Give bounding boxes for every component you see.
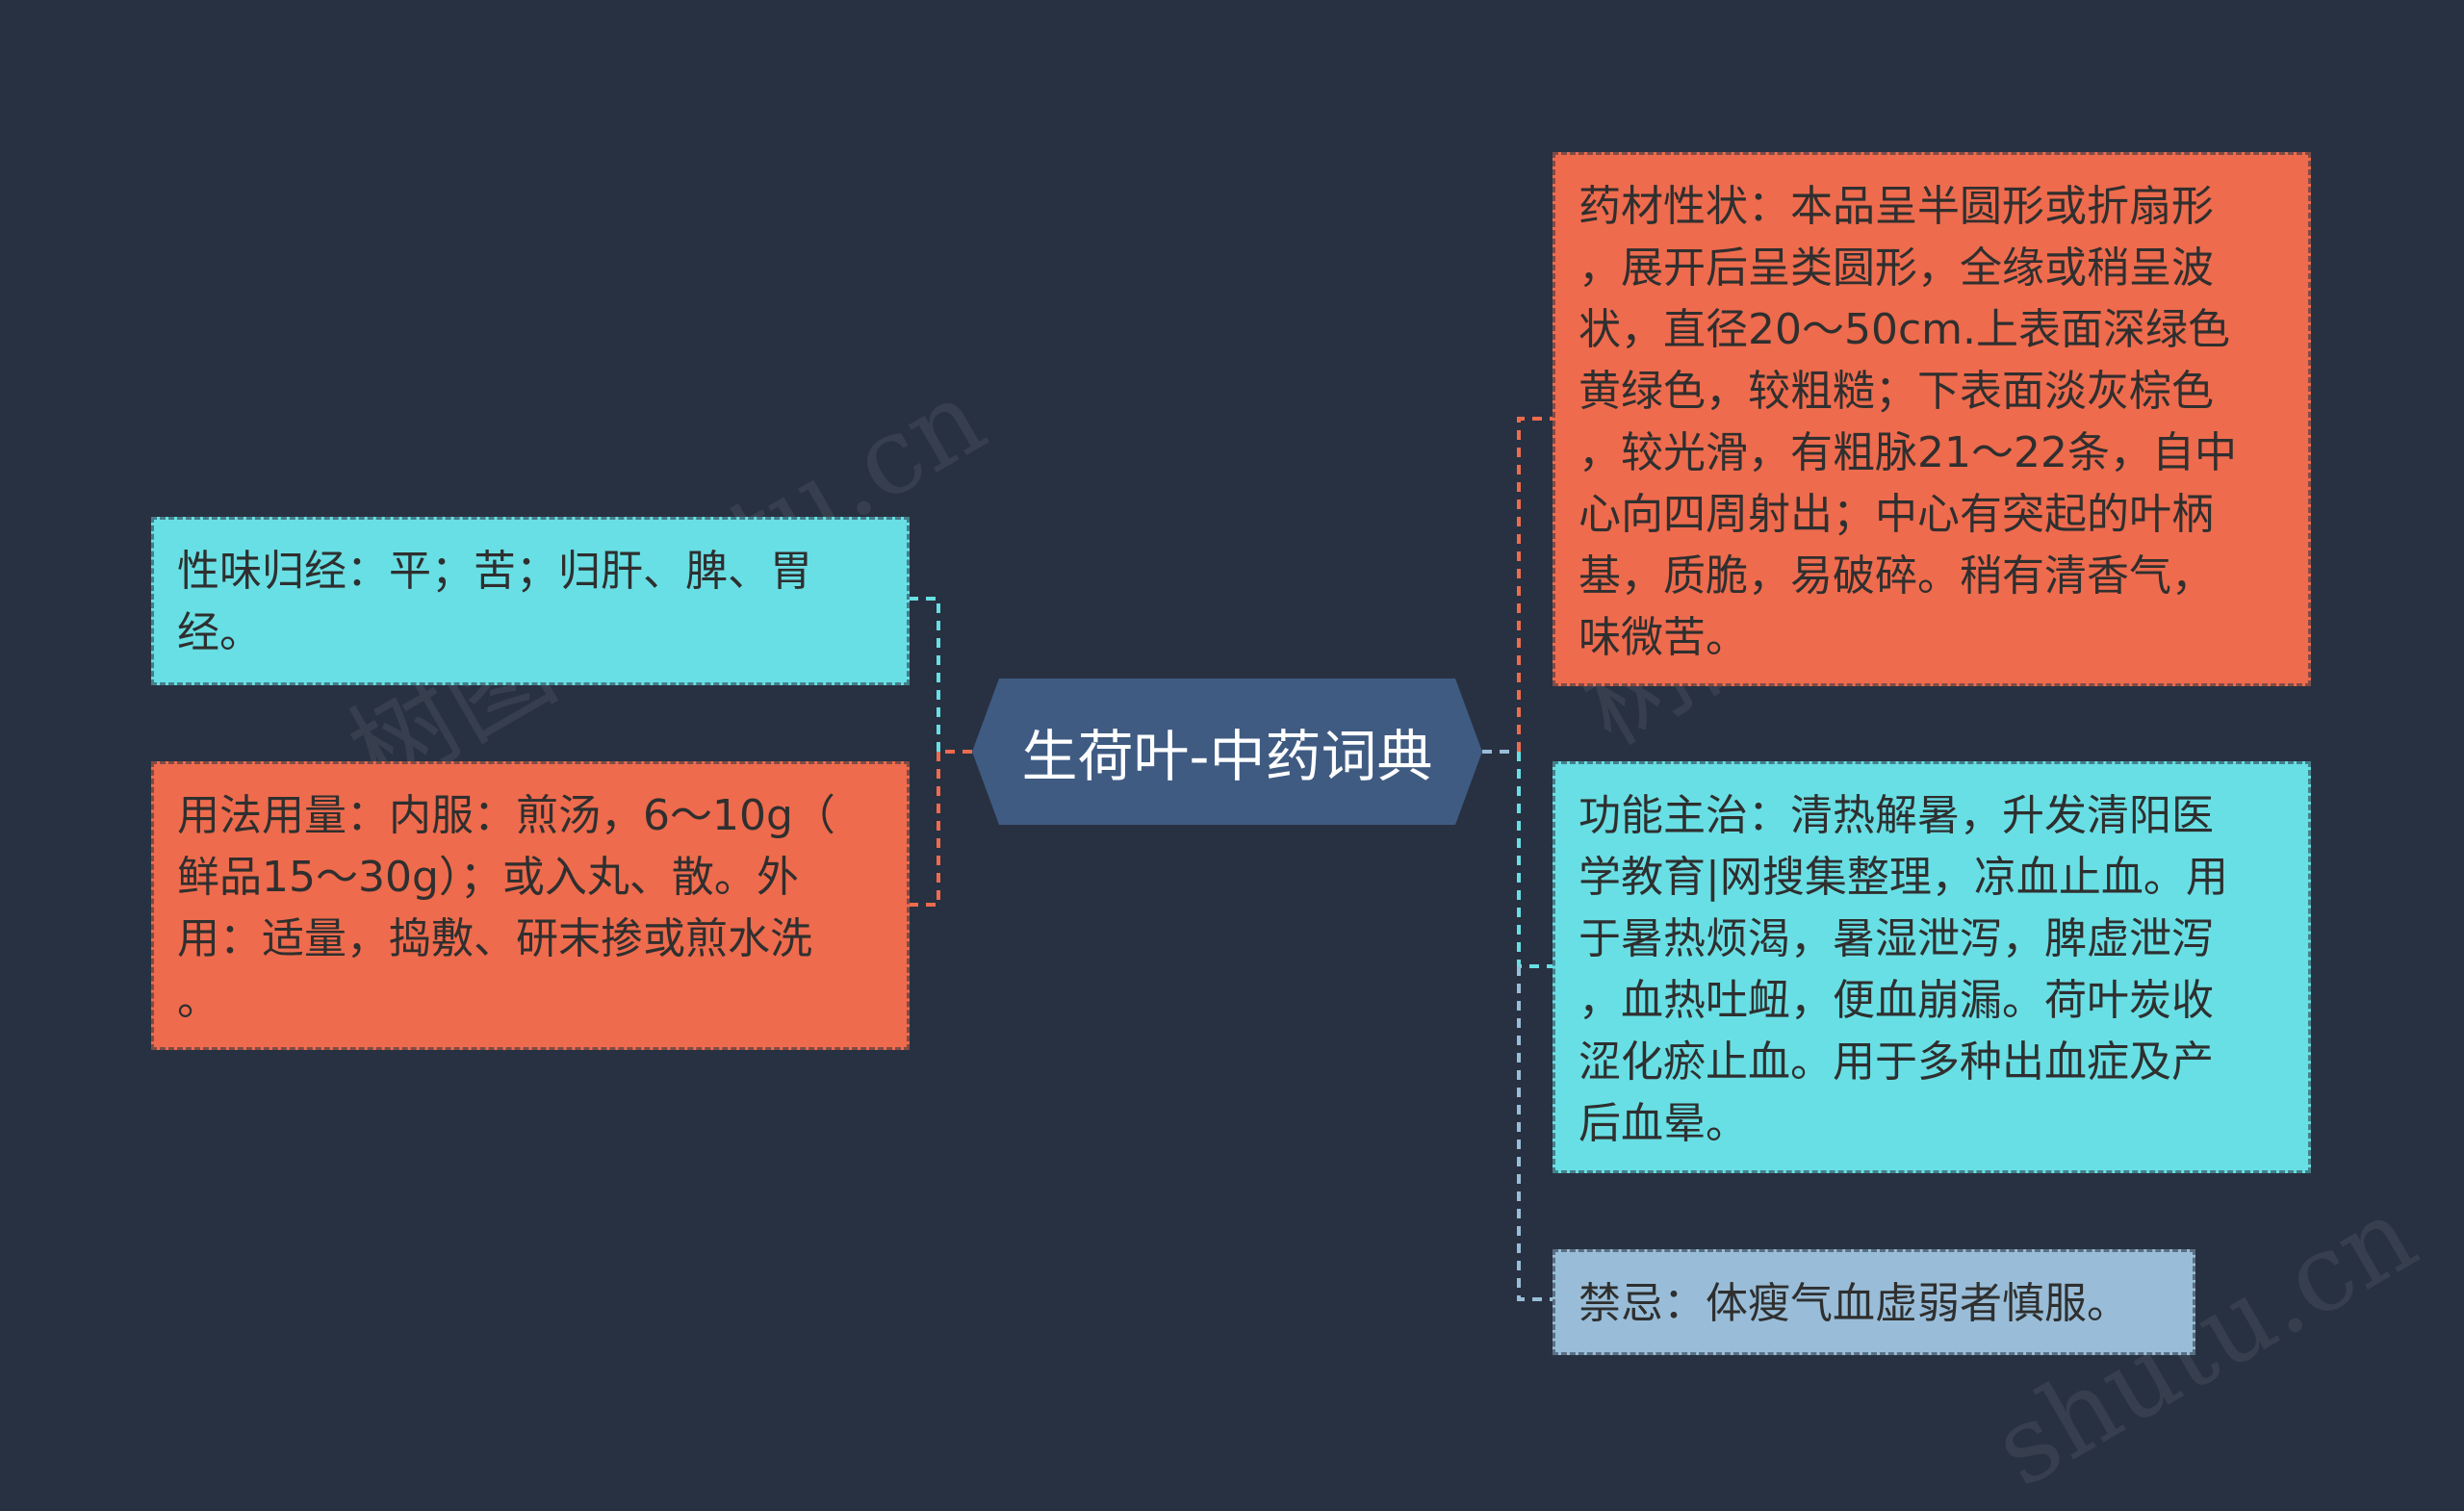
topic-jinji[interactable]: 禁忌：体瘦气血虚弱者慎服。 [1553, 1249, 2195, 1355]
topic-yongfa-yongliang[interactable]: 用法用量：内服：煎汤，6～10g（ 鲜品15～30g）；或入丸、散。外 用：适量… [151, 761, 910, 1050]
connector-right-jinji [1517, 966, 1553, 1301]
connector-right-gongneng [1517, 752, 1553, 968]
connector-right-yaocai [1517, 417, 1553, 752]
topic-gongneng-zhuzhi[interactable]: 功能主治：清热解暑，升发清阳医 学教育|网搜集整理，凉血止血。用 于暑热烦渴，暑… [1553, 761, 2311, 1173]
connector-left-xingwei [910, 597, 940, 752]
topic-xingwei-guijing[interactable]: 性味归经：平；苦；归肝、脾、胃 经。 [151, 517, 910, 685]
connector-left-yongfa [910, 752, 940, 907]
central-topic-label: 生荷叶-中药词典 [1021, 724, 1433, 789]
central-topic[interactable]: 生荷叶-中药词典 [972, 679, 1482, 825]
topic-yaocai-xingzhuang[interactable]: 药材性状：本品呈半圆形或折扇形 ，展开后呈类圆形，全缘或稍呈波 状，直径20～5… [1553, 152, 2311, 686]
